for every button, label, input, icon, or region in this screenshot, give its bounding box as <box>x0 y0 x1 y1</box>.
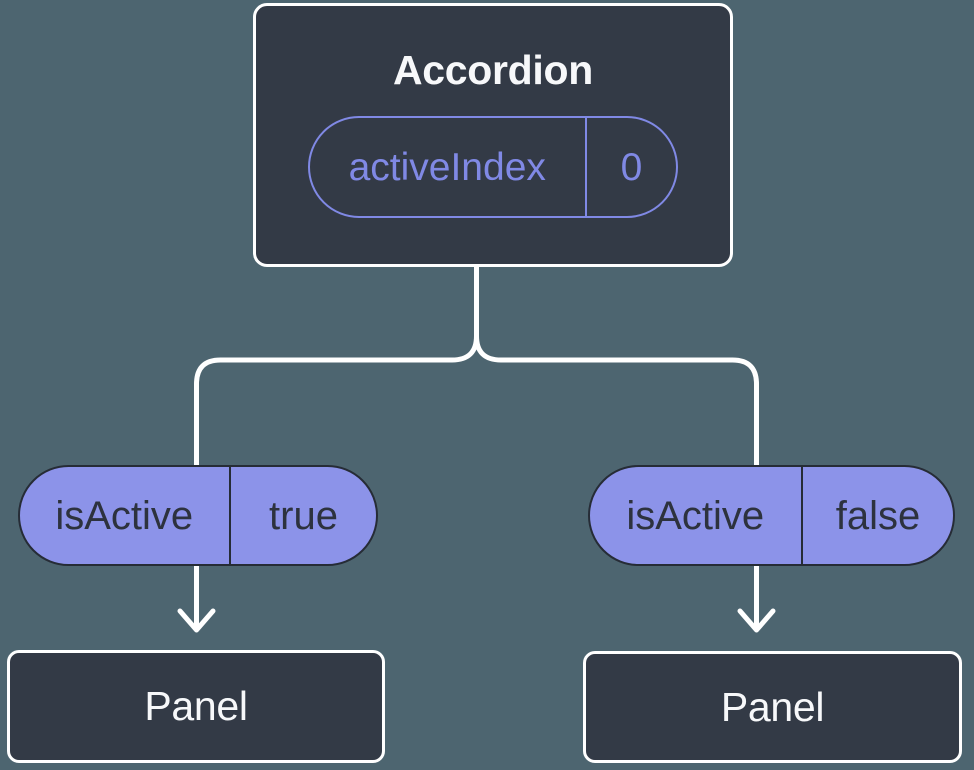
panel-node-right: Panel <box>583 651 962 763</box>
prop-pill-right-name: isActive <box>626 493 765 538</box>
accordion-node: Accordion activeIndex 0 <box>253 3 733 267</box>
state-pill-value: 0 <box>620 145 643 189</box>
state-pill: activeIndex 0 <box>308 116 678 218</box>
connector-left-branch <box>194 257 479 627</box>
panel-node-left-title: Panel <box>144 683 248 729</box>
prop-pill-right-value: false <box>835 493 921 538</box>
arrow-down-icon <box>737 608 776 633</box>
prop-pill-left: isActive true <box>18 465 378 566</box>
prop-pill-left-divider <box>228 467 231 564</box>
state-pill-divider <box>584 118 587 216</box>
panel-node-left: Panel <box>7 650 385 763</box>
state-pill-name: activeIndex <box>348 145 546 189</box>
prop-pill-left-name: isActive <box>55 493 194 538</box>
connector-right-branch <box>474 257 759 627</box>
accordion-node-title: Accordion <box>392 47 594 93</box>
panel-node-right-title: Panel <box>720 683 825 730</box>
prop-pill-right-divider <box>800 467 803 564</box>
prop-pill-left-value: true <box>269 493 338 538</box>
prop-pill-right: isActive false <box>588 465 955 566</box>
arrow-down-icon <box>177 608 216 633</box>
